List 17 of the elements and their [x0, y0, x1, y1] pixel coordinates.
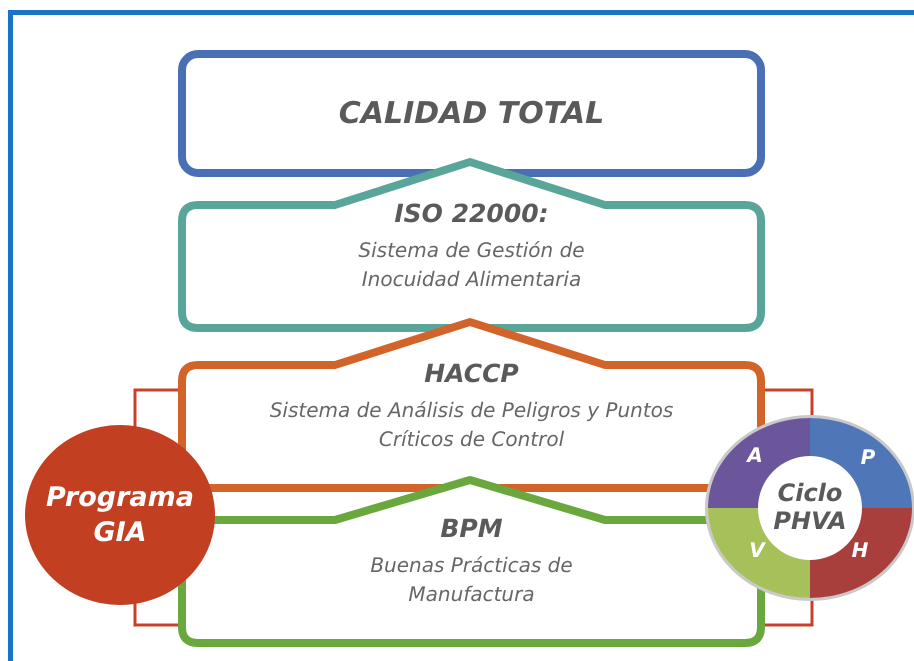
connector-line: [765, 388, 814, 416]
segment-letter: A: [747, 443, 763, 467]
connector-line: [765, 600, 814, 626]
connector-line: [134, 388, 178, 428]
level-title: BPM: [440, 514, 503, 543]
program-label: Programa GIA: [44, 480, 196, 550]
connector-line: [134, 602, 178, 626]
level-title: CALIDAD TOTAL: [338, 96, 604, 131]
segment-letter: V: [749, 538, 765, 562]
level-description: Sistema de Gestión de Inocuidad Alimentaria: [357, 237, 586, 293]
level-description: Buenas Prácticas de Manufactura: [369, 552, 574, 608]
level-description: Sistema de Análisis de Peligros y Puntos Críticos de Control: [268, 397, 674, 453]
segment-letter: P: [860, 445, 876, 469]
level-title: ISO 22000:: [394, 199, 549, 228]
segment-letter: H: [852, 538, 868, 562]
cycle-label: Ciclo PHVA: [772, 480, 848, 536]
level-title: HACCP: [424, 359, 519, 388]
